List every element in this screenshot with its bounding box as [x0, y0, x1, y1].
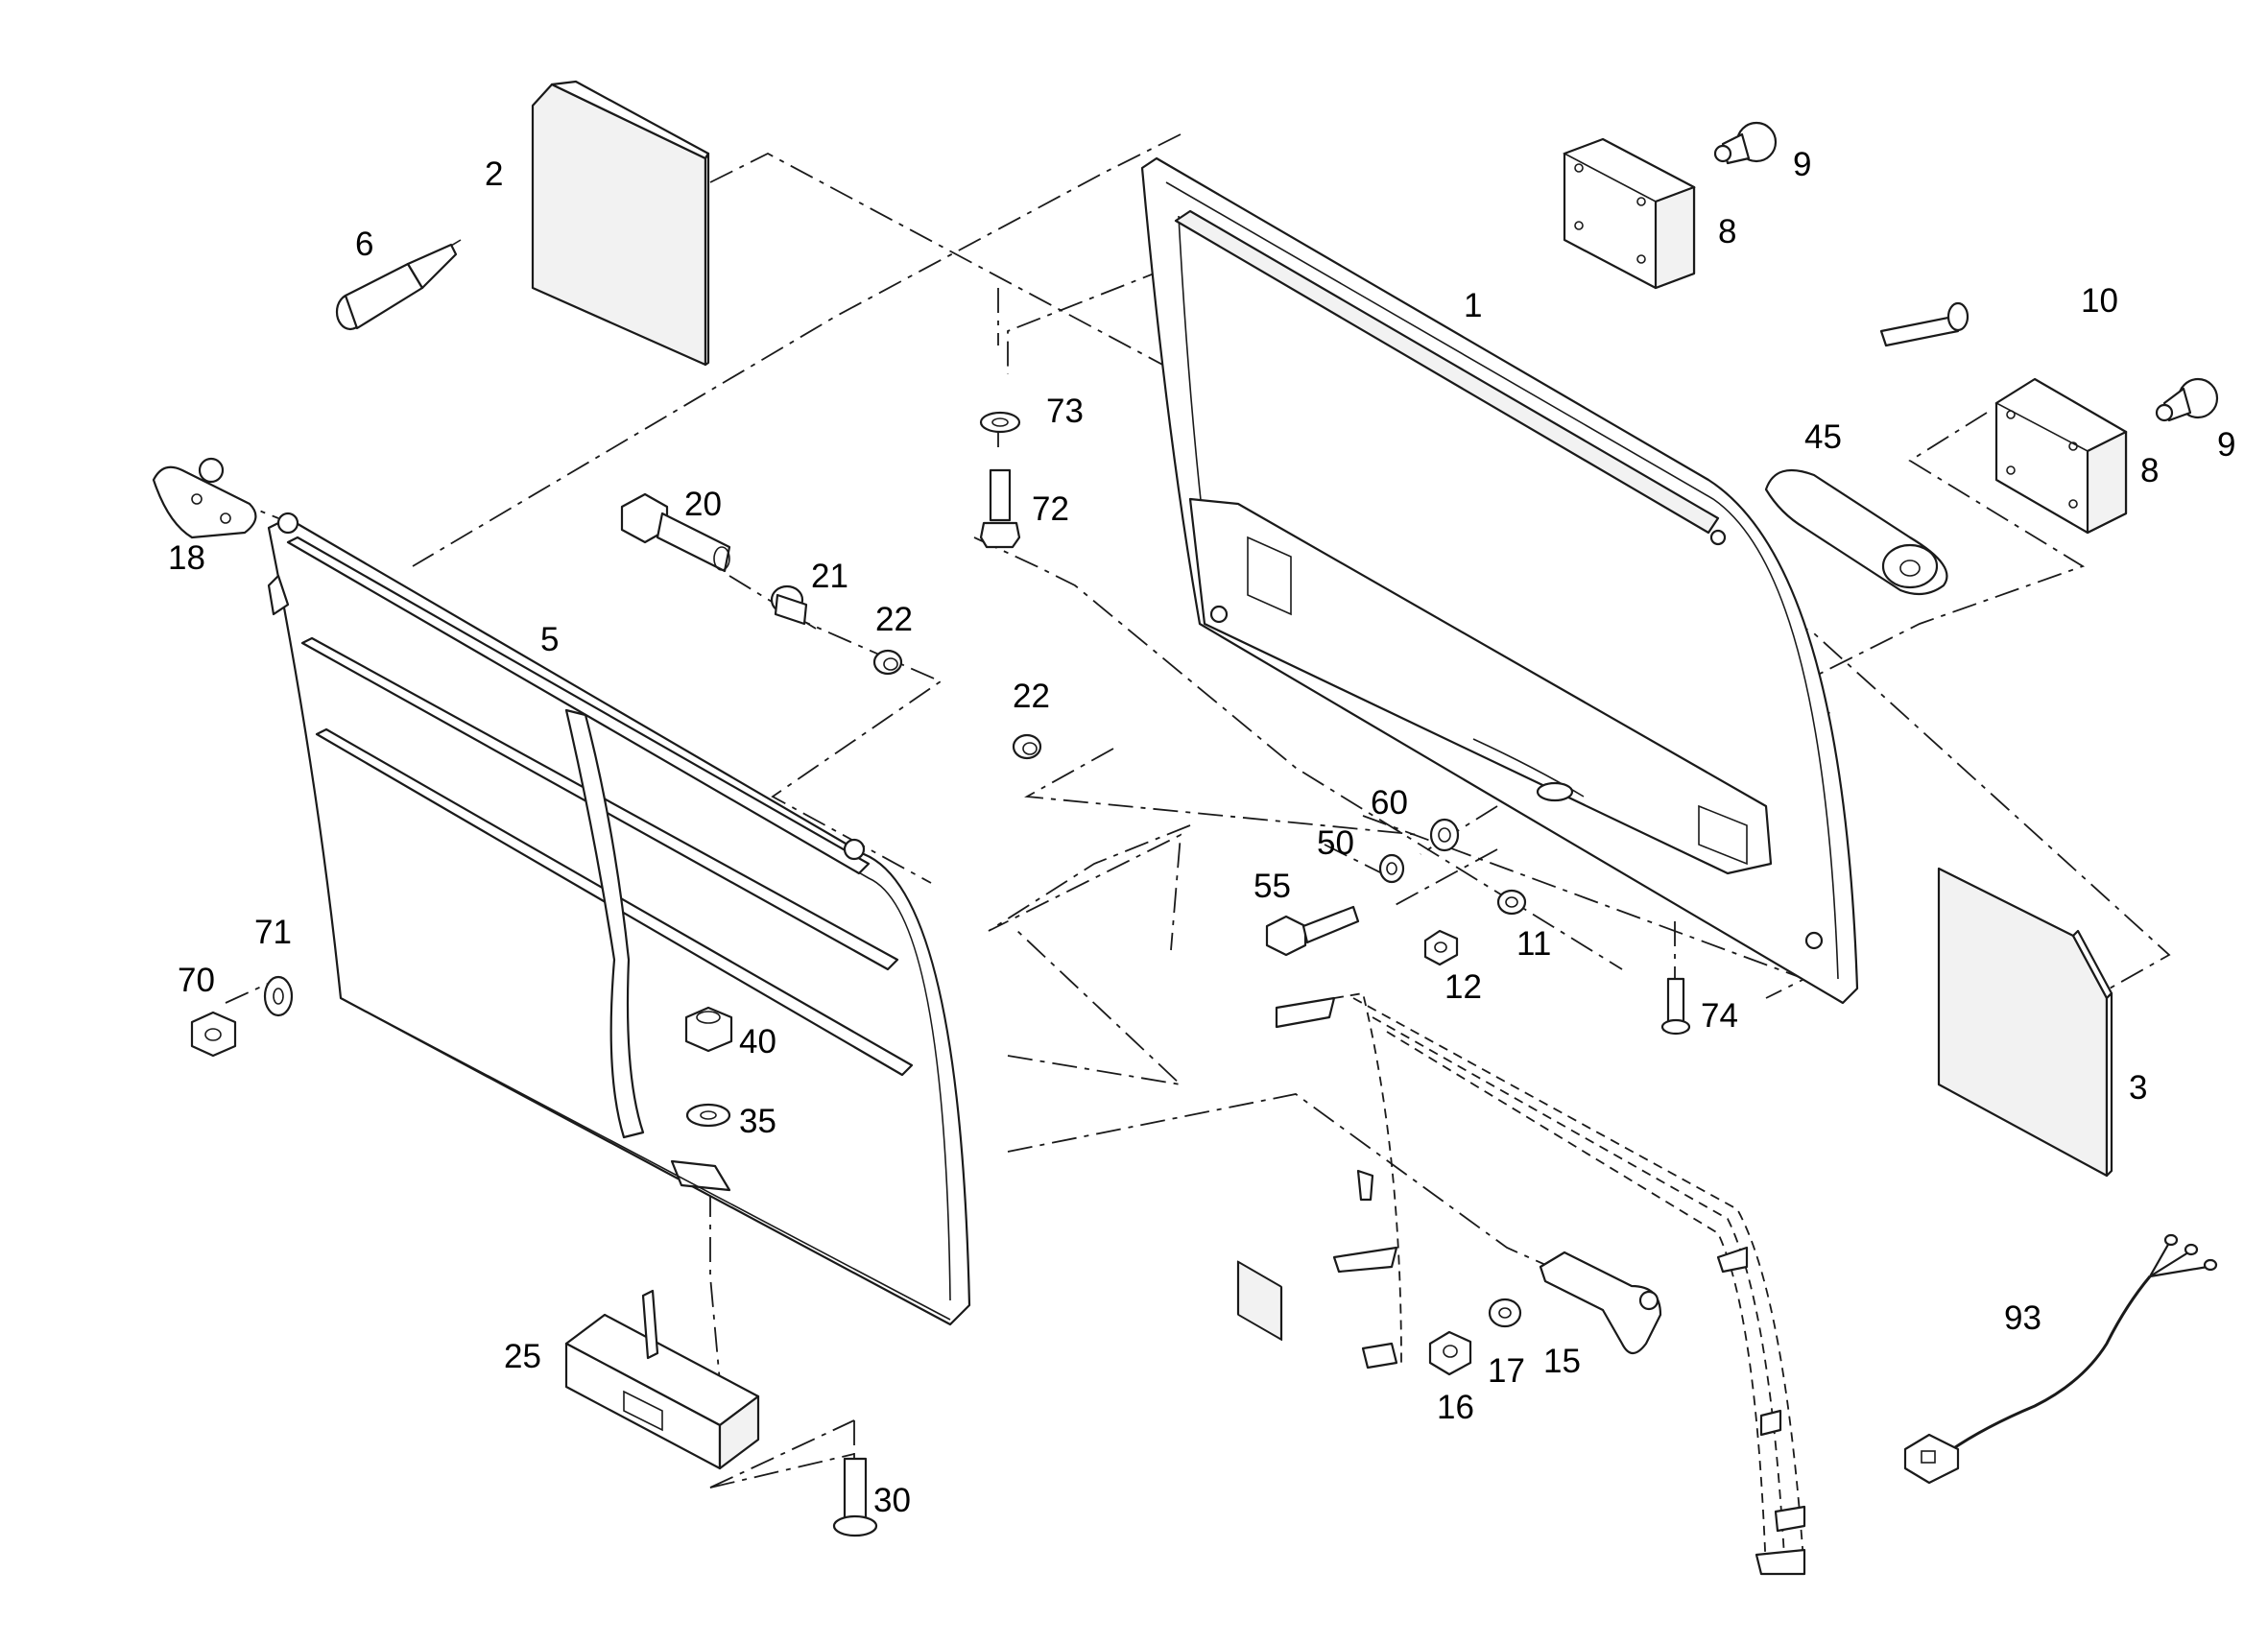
part-18-washer — [1488, 1298, 1522, 1328]
callout-6: 6 — [355, 226, 373, 263]
callout-17: 16 — [1437, 1389, 1474, 1426]
callout-45: 45 — [1804, 418, 1842, 456]
callout-70: 70 — [178, 962, 215, 999]
part-17-nut — [1428, 1330, 1472, 1376]
part-22-clip-a — [872, 649, 903, 676]
callout-12: 12 — [1444, 968, 1482, 1006]
callout-22-a: 22 — [875, 601, 913, 638]
callout-40: 40 — [739, 1023, 776, 1060]
callouts: 2 6 1 8 9 10 45 8 9 73 72 20 21 22 22 18… — [168, 146, 2235, 1519]
callout-9-right: 9 — [2217, 426, 2235, 464]
part-6-tube — [335, 239, 462, 331]
part-30-pin — [832, 1457, 878, 1537]
part-74-pin — [1660, 977, 1691, 1036]
part-73-washer — [979, 411, 1021, 434]
part-9-bulb-top — [1713, 121, 1778, 165]
callout-72: 72 — [1032, 490, 1069, 528]
part-45-handle — [1764, 468, 1948, 596]
callout-16: 18 — [168, 539, 205, 577]
part-60-washer — [1429, 818, 1460, 852]
part-1-door-panel — [1140, 156, 1859, 1342]
callout-35: 35 — [739, 1103, 776, 1140]
part-21-bushing — [770, 584, 808, 626]
part-8-light-housing-right — [1994, 377, 2128, 535]
callout-60: 60 — [1371, 784, 1408, 822]
callout-50: 50 — [1317, 824, 1354, 862]
callout-30: 30 — [873, 1482, 911, 1519]
callout-73: 73 — [1046, 393, 1084, 430]
callout-3: 3 — [2129, 1069, 2147, 1107]
callout-25: 25 — [504, 1338, 541, 1375]
callout-9-top: 9 — [1793, 146, 1811, 183]
callout-93: 93 — [2004, 1299, 2041, 1337]
part-25-block — [564, 1289, 760, 1470]
part-9-bulb-right — [2155, 377, 2219, 422]
part-2-panel — [531, 80, 710, 367]
part-55-bolt — [1265, 905, 1360, 957]
frame-outline-dashed — [1275, 991, 1806, 1576]
part-50-washer — [1378, 853, 1405, 884]
callout-74: 74 — [1701, 997, 1738, 1035]
part-35-washer — [685, 1103, 731, 1128]
part-11-washer — [1496, 889, 1527, 916]
part-5-door-frame — [267, 512, 971, 1326]
callout-1: 1 — [1464, 287, 1482, 324]
callout-8-right: 8 — [2140, 452, 2159, 489]
part-12-nut — [1423, 929, 1459, 966]
part-40-nut — [684, 1006, 733, 1053]
part-72-bolt — [979, 468, 1021, 549]
callout-55: 55 — [1253, 868, 1291, 905]
part-93-harness — [1903, 1233, 2218, 1485]
part-22-clip-b — [1012, 733, 1042, 760]
callout-8-top: 8 — [1718, 213, 1736, 250]
part-8-light-housing-top — [1563, 137, 1696, 290]
callout-2: 2 — [485, 155, 503, 193]
callout-15: 15 — [1543, 1343, 1581, 1380]
callout-71: 71 — [254, 914, 292, 951]
callout-20: 20 — [684, 486, 722, 523]
part-70-nut — [190, 1011, 237, 1058]
callout-11: 11 — [1516, 925, 1551, 963]
callout-5: 5 — [540, 621, 559, 658]
part-16-hinge — [152, 457, 257, 539]
callout-22-b: 22 — [1013, 678, 1050, 715]
part-15-bracket — [1539, 1251, 1662, 1355]
callout-21: 21 — [811, 558, 848, 595]
part-71-washer — [263, 975, 294, 1017]
part-10-screw — [1879, 301, 1970, 347]
callout-18: 17 — [1488, 1352, 1525, 1390]
part-3-panel — [1937, 867, 2113, 1178]
part-20-bolt — [620, 492, 731, 573]
callout-10: 10 — [2081, 282, 2118, 320]
